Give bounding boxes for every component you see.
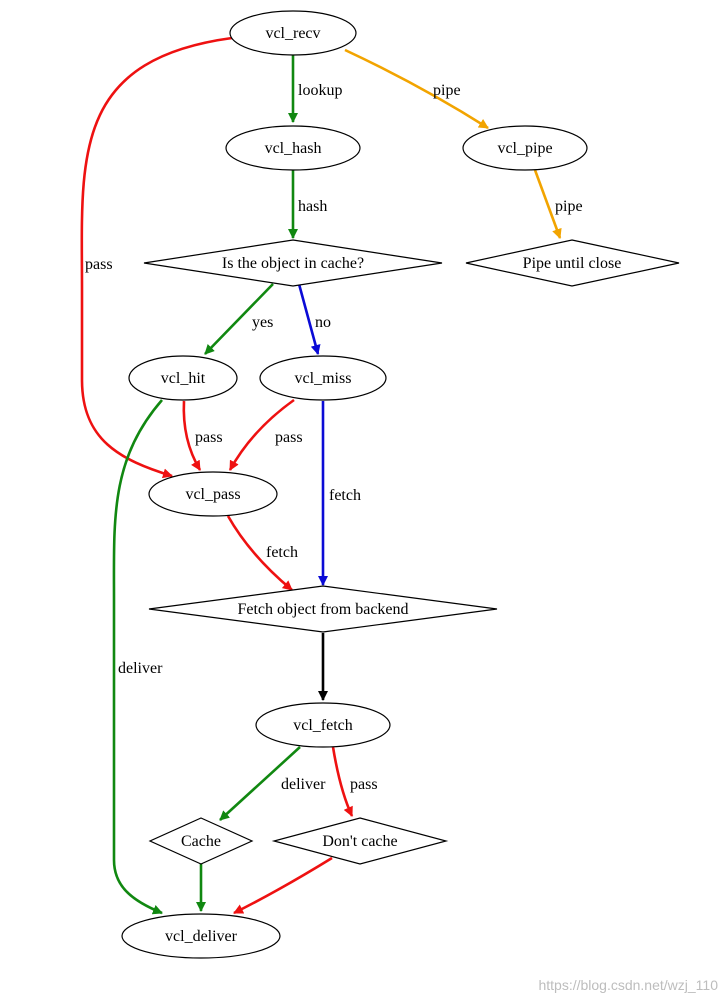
label-fetch-deliver: deliver [281,776,326,793]
node-vcl-miss: vcl_miss [259,355,387,401]
edge-labels: lookup pipe pass hash pipe yes no pass p… [85,82,583,793]
node-vcl-recv: vcl_recv [229,10,357,56]
edge-hit-to-deliver [112,399,163,915]
edge-recv-to-pass [80,36,233,479]
node-vcl-fetch: vcl_fetch [255,702,391,748]
edge-pipe-to-close [533,169,562,239]
watermark-text: https://blog.csdn.net/wzj_110 [538,977,718,993]
edge-fetch-to-dontcache [331,746,354,817]
edge-fetch-to-cache [219,746,301,821]
node-pipe-close: Pipe until close [465,239,680,287]
node-vcl-pass: vcl_pass [148,471,278,517]
edge-check-to-hit [204,283,274,355]
node-vcl-hash-label: vcl_hash [265,140,322,157]
node-vcl-deliver-label: vcl_deliver [165,928,238,945]
label-yes: yes [252,314,273,331]
node-vcl-hit: vcl_hit [128,355,238,401]
node-vcl-pipe-label: vcl_pipe [497,140,552,157]
edge-miss-to-pass [228,398,295,471]
label-hash: hash [298,198,327,215]
node-vcl-hash: vcl_hash [225,125,361,171]
edge-check-to-miss [297,283,321,355]
label-recv-pass: pass [85,256,113,273]
node-vcl-fetch-label: vcl_fetch [293,717,353,734]
node-vcl-pass-label: vcl_pass [185,486,240,503]
node-cache-check: Is the object in cache? [143,239,443,287]
label-pass-fetch: fetch [266,544,298,561]
node-vcl-pipe: vcl_pipe [462,125,588,171]
label-recv-pipe: pipe [433,82,461,99]
label-miss-pass: pass [275,429,303,446]
node-vcl-recv-label: vcl_recv [265,25,320,42]
label-no: no [315,314,331,331]
node-vcl-miss-label: vcl_miss [295,370,352,387]
label-hit-deliver: deliver [118,660,163,677]
node-fetch-backend-label: Fetch object from backend [237,601,408,618]
node-cache-check-label: Is the object in cache? [222,255,364,272]
node-vcl-hit-label: vcl_hit [161,370,206,387]
node-fetch-backend: Fetch object from backend [148,585,498,633]
label-fetch-pass: pass [350,776,378,793]
node-cache: Cache [148,817,254,865]
node-vcl-deliver: vcl_deliver [121,913,281,959]
node-dont-cache-label: Don't cache [322,833,397,850]
edge-hit-to-pass [182,400,202,471]
label-miss-fetch: fetch [329,487,361,504]
edge-recv-to-pipe [344,48,489,130]
label-hit-pass: pass [195,429,223,446]
edge-dontcache-to-deliver [233,856,333,915]
label-lookup: lookup [298,82,342,99]
label-pipe-close: pipe [555,198,583,215]
edge-pass-to-fetch-backend [226,515,293,591]
node-dont-cache: Don't cache [271,817,449,865]
node-cache-label: Cache [181,833,221,850]
edges [80,36,562,915]
node-pipe-close-label: Pipe until close [523,255,622,272]
